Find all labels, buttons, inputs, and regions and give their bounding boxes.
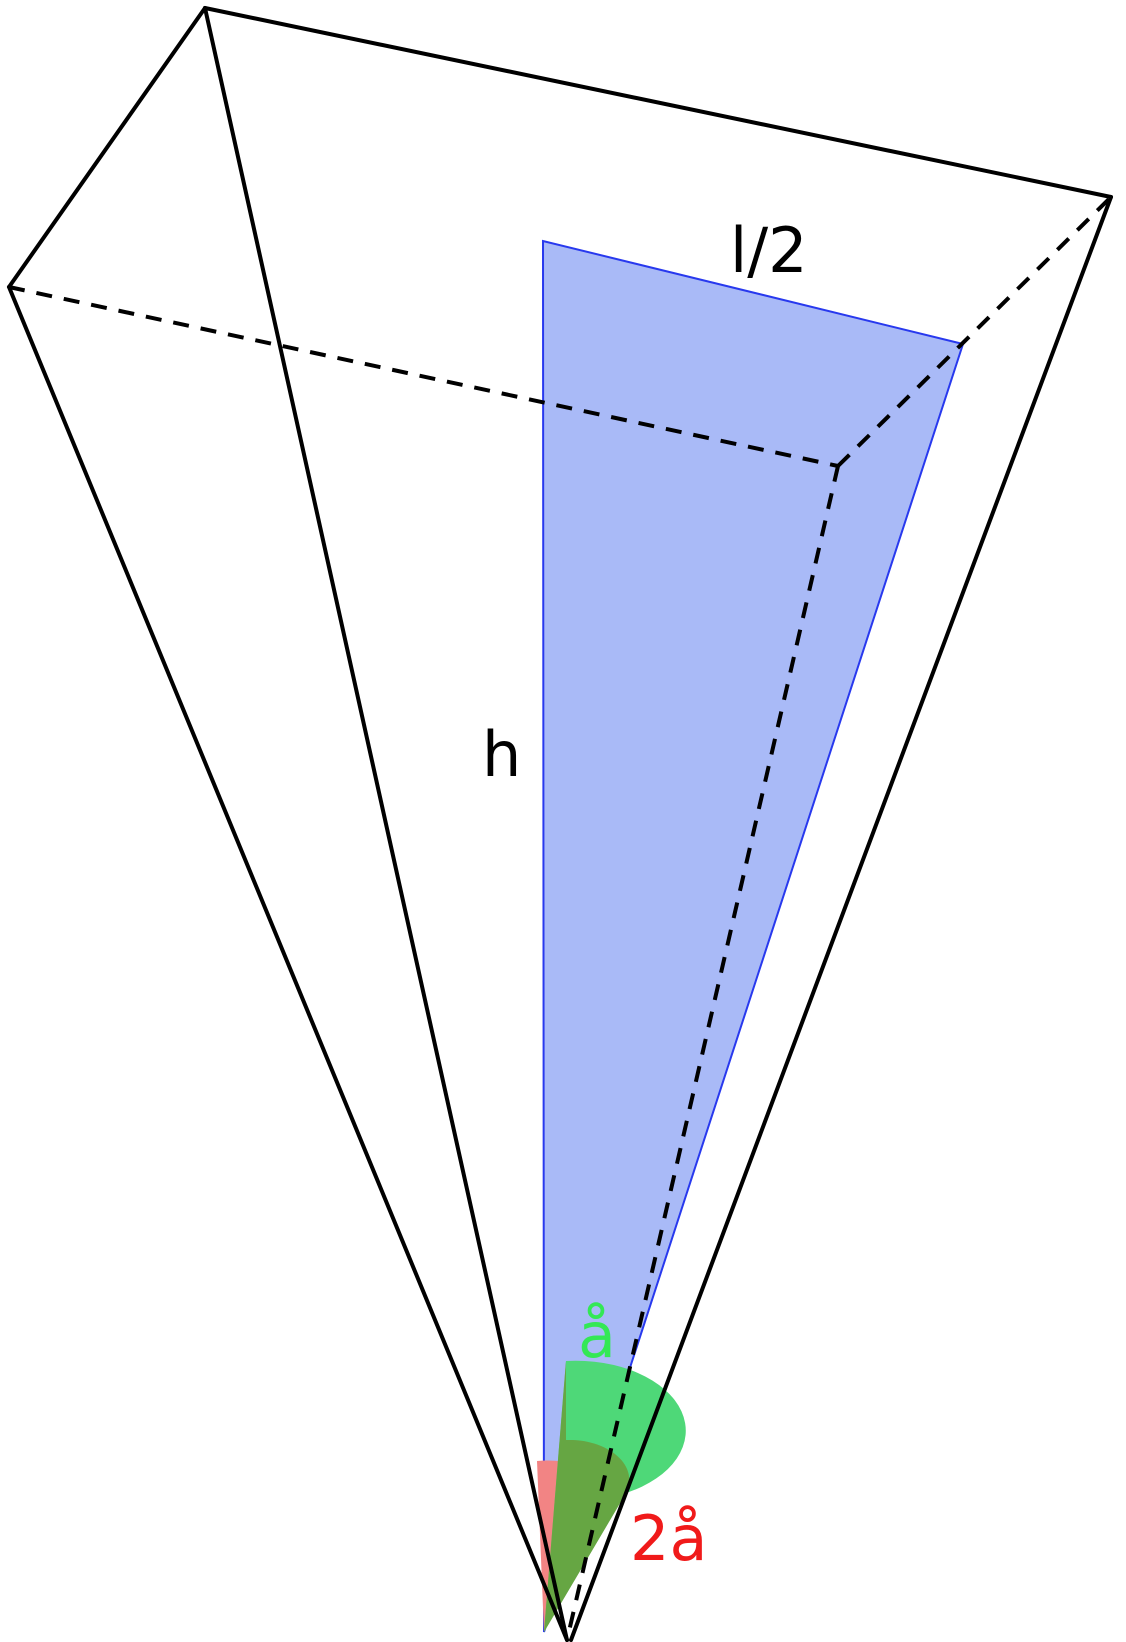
lateral-edge-right xyxy=(569,195,1113,1642)
overlap-sector xyxy=(544,1361,630,1632)
height-label: h xyxy=(482,718,521,791)
base-edge-front-hidden xyxy=(8,285,839,468)
lateral-edge-left xyxy=(7,285,569,1642)
lateral-edge-front-hidden xyxy=(565,465,840,1641)
lateral-edge-back xyxy=(203,6,569,1642)
base-edge-back xyxy=(203,6,1113,199)
half-side-label: l/2 xyxy=(730,214,808,287)
angle-label: å xyxy=(578,1299,616,1372)
double-angle-label: 2å xyxy=(630,1502,707,1575)
base-edge-right-hidden xyxy=(836,195,1113,468)
base-edge-left xyxy=(7,6,207,289)
